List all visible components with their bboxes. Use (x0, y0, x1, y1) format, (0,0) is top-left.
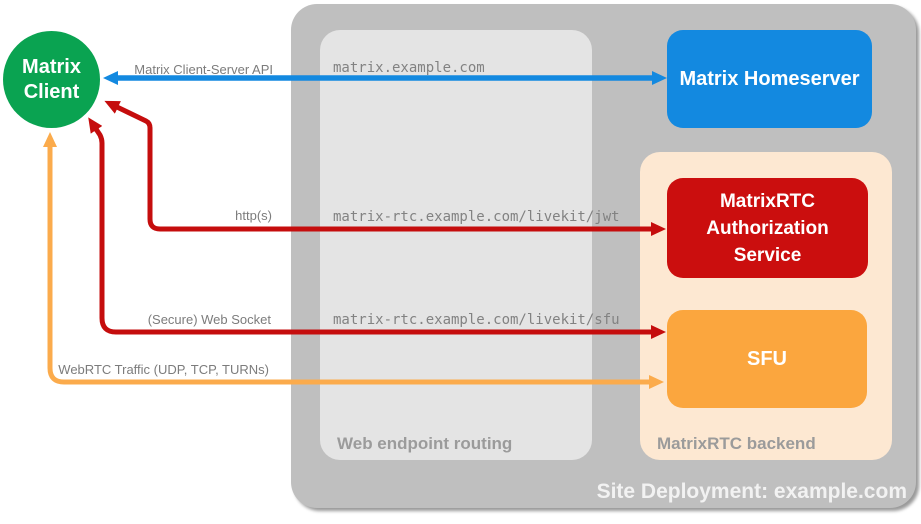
label-webrtc-traffic: WebRTC Traffic (UDP, TCP, TURNs) (58, 362, 269, 377)
web-endpoint-routing-zone (320, 30, 592, 460)
label-client-server-api: Matrix Client-Server API (134, 62, 273, 77)
matrixrtc-authorization-service-node: MatrixRTC Authorization Service (667, 178, 868, 278)
matrix-client-label: Matrix Client (22, 55, 81, 103)
endpoint-livekit-sfu: matrix-rtc.example.com/livekit/sfu (333, 312, 620, 328)
matrixrtc-authorization-service-label: MatrixRTC Authorization Service (706, 190, 829, 266)
sfu-node: SFU (667, 310, 867, 408)
matrix-homeserver-node: Matrix Homeserver (667, 30, 872, 128)
endpoint-matrix-example-com: matrix.example.com (333, 60, 485, 76)
matrixrtc-backend-caption: MatrixRTC backend (657, 434, 816, 453)
label-https: http(s) (235, 208, 272, 223)
web-endpoint-routing-caption: Web endpoint routing (337, 434, 513, 453)
label-web-socket: (Secure) Web Socket (147, 312, 271, 327)
site-deployment-caption: Site Deployment: example.com (596, 480, 907, 503)
matrix-homeserver-label: Matrix Homeserver (679, 67, 860, 90)
endpoint-livekit-jwt: matrix-rtc.example.com/livekit/jwt (333, 209, 620, 225)
sfu-label: SFU (747, 347, 787, 370)
matrix-client-node: Matrix Client (3, 31, 100, 128)
